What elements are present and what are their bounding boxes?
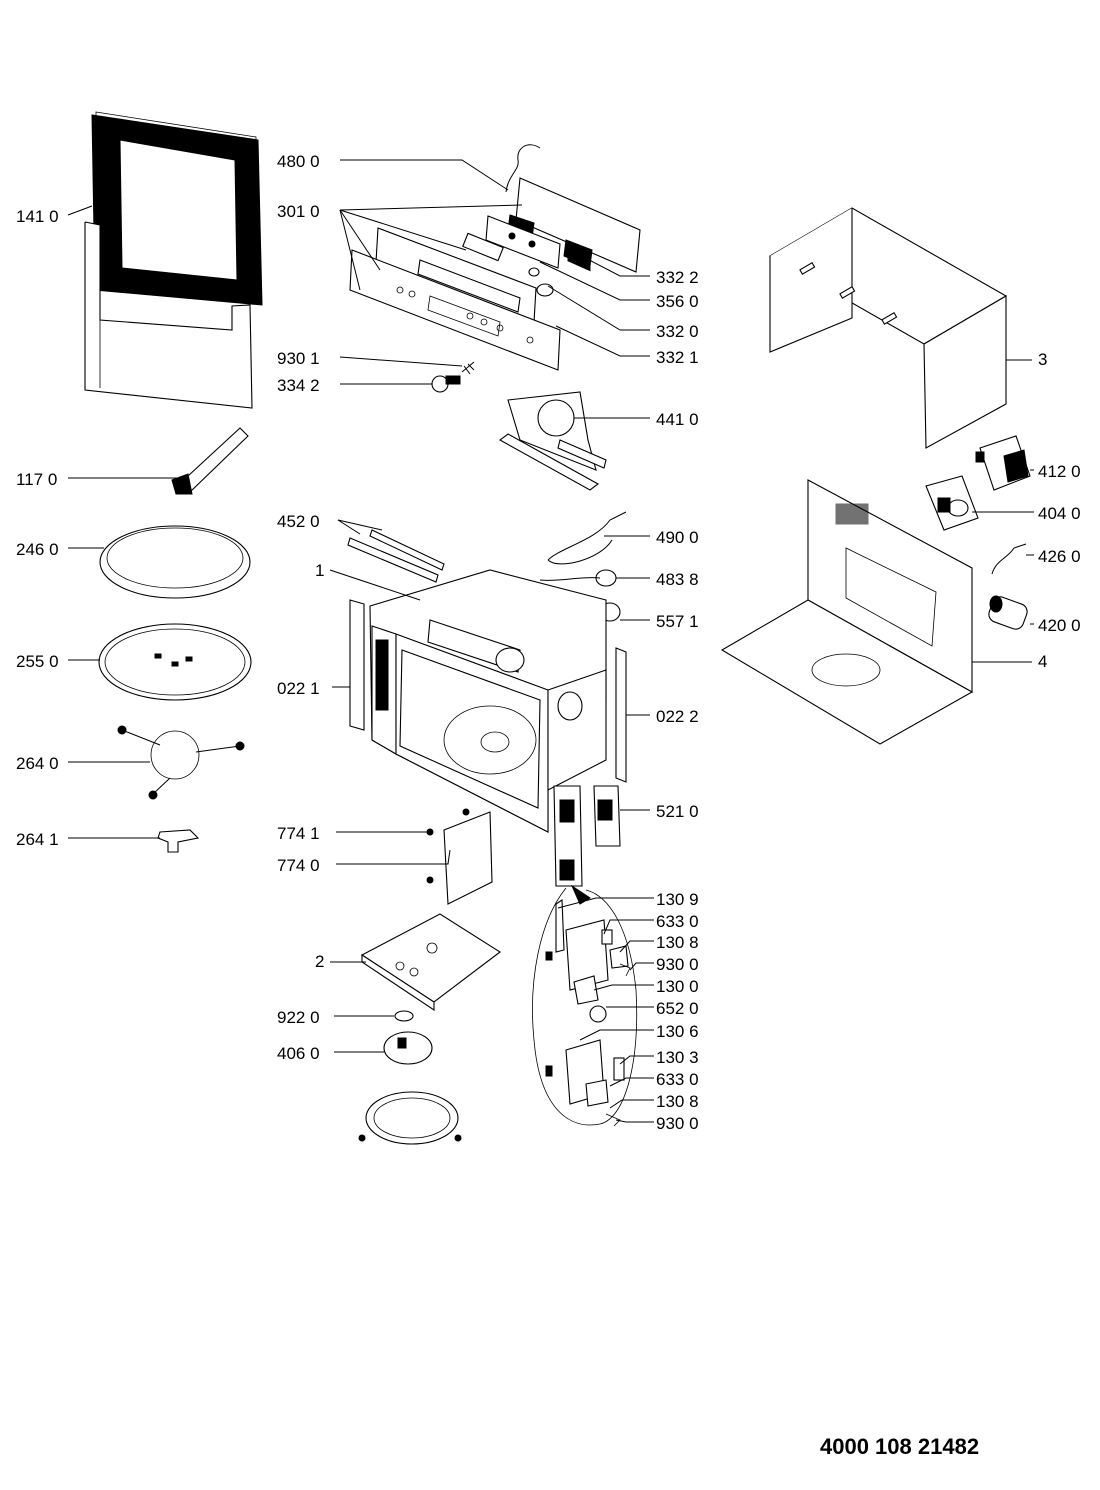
document-number: 4000 108 21482 (820, 1434, 980, 1459)
sensor-cable-part (505, 144, 541, 193)
callout-652-0: 652 0 (656, 999, 699, 1018)
callout-426-0: 426 0 (1038, 547, 1081, 566)
callout-130-3: 130 3 (656, 1048, 699, 1067)
door-frame-part (84, 111, 263, 409)
fan-bracket-part (498, 391, 607, 491)
circuit-board-part (485, 215, 561, 269)
callout-4: 4 (1038, 652, 1047, 671)
rods-part (347, 529, 445, 583)
leader-lines (67, 159, 1034, 1123)
callout-130-8-a: 130 8 (656, 933, 699, 952)
callout-490-0: 490 0 (656, 528, 699, 547)
callout-483-8: 483 8 (656, 570, 699, 589)
diode-part (991, 543, 1027, 575)
tray-part (99, 525, 251, 599)
callout-922-0: 922 0 (277, 1008, 320, 1027)
callout-452-0: 452 0 (277, 512, 320, 531)
callout-406-0: 406 0 (277, 1044, 320, 1063)
control-board-part (507, 177, 641, 273)
side-bracket-left-part (349, 599, 365, 731)
callout-130-9: 130 9 (656, 890, 699, 909)
callout-774-0: 774 0 (277, 856, 320, 875)
callout-3: 3 (1038, 350, 1047, 369)
wire-harness-part (547, 511, 627, 565)
turntable-motor-part (383, 1010, 433, 1065)
callout-255-0: 255 0 (16, 652, 59, 671)
callout-130-0: 130 0 (656, 977, 699, 996)
side-bracket-right-part (615, 647, 627, 783)
callout-022-2: 022 2 (656, 707, 699, 726)
oven-cavity-part (369, 569, 607, 833)
motor-ring-part (358, 1091, 462, 1145)
roller-ring-part (117, 725, 245, 800)
callout-441-0: 441 0 (656, 410, 699, 429)
glass-plate-part (98, 623, 252, 701)
callout-633-0-a: 633 0 (656, 912, 699, 931)
callout-labels: 141 0 117 0 246 0 255 0 264 0 264 1 480 … (16, 152, 1081, 1133)
callout-130-8-b: 130 8 (656, 1092, 699, 1111)
knob-spring-part (431, 361, 475, 393)
callout-480-0: 480 0 (277, 152, 320, 171)
callout-332-1: 332 1 (656, 348, 699, 367)
callout-521-0: 521 0 (656, 802, 699, 821)
base-back-panel-part (720, 479, 974, 745)
callout-930-1: 930 1 (277, 349, 320, 368)
door-switch-assembly-part (553, 785, 621, 887)
magnetron-part (925, 475, 979, 531)
callout-332-0: 332 0 (656, 322, 699, 341)
callout-264-1: 264 1 (16, 830, 59, 849)
callout-404-0: 404 0 (1038, 504, 1081, 523)
callout-930-0-a: 930 0 (656, 955, 699, 974)
outer-cabinet-part (768, 207, 1008, 449)
callout-633-0-b: 633 0 (656, 1070, 699, 1089)
callout-117-0: 117 0 (16, 470, 57, 489)
callout-332-2: 332 2 (656, 268, 699, 287)
callout-130-6: 130 6 (656, 1022, 699, 1041)
callout-420-0: 420 0 (1038, 616, 1081, 635)
capacitor-part (988, 595, 1028, 630)
callout-022-1: 022 1 (277, 679, 320, 698)
interlock-detail-part (532, 884, 638, 1127)
callout-930-0-b: 930 0 (656, 1114, 699, 1133)
callout-264-0: 264 0 (16, 754, 59, 773)
callout-141-0: 141 0 (16, 207, 59, 226)
callout-2: 2 (315, 952, 324, 971)
callout-412-0: 412 0 (1038, 462, 1081, 481)
callout-334-2: 334 2 (277, 376, 320, 395)
callout-557-1: 557 1 (656, 612, 699, 631)
coupler-part (157, 829, 200, 853)
callout-774-1: 774 1 (277, 824, 320, 843)
callout-1: 1 (315, 561, 324, 580)
door-handle-part (171, 427, 249, 495)
callout-301-0: 301 0 (277, 202, 320, 221)
control-panel-part (349, 227, 561, 371)
callout-356-0: 356 0 (656, 292, 699, 311)
cover-plate-part (426, 808, 493, 905)
callout-246-0: 246 0 (16, 540, 59, 559)
transformer-part (975, 435, 1031, 491)
base-plate-part (360, 913, 501, 1012)
